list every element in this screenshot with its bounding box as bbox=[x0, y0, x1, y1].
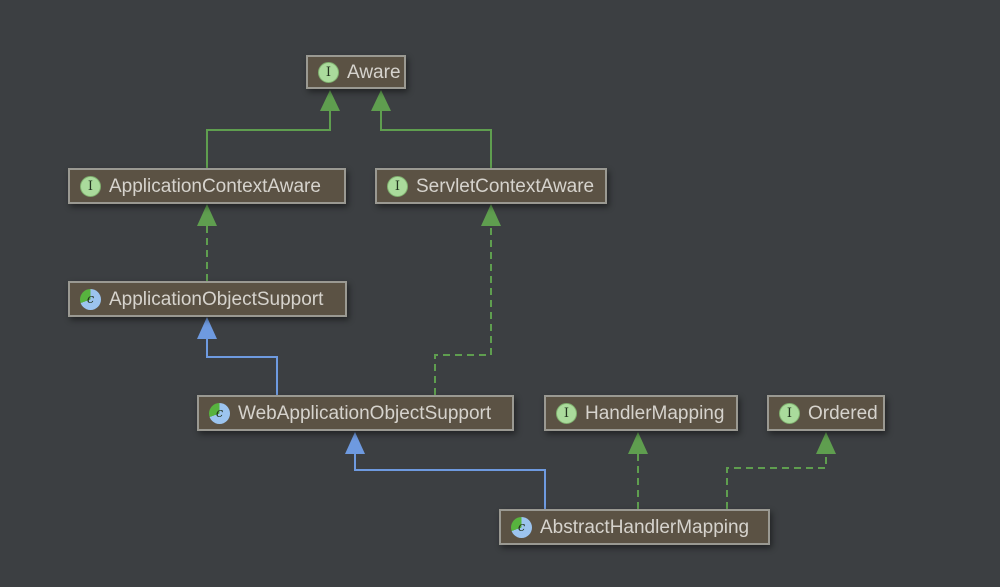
edge-servletcontextaware-extends-aware[interactable] bbox=[371, 90, 492, 168]
class-icon: c bbox=[511, 516, 532, 538]
node-servlet-context-aware[interactable]: I ServletContextAware bbox=[375, 168, 607, 204]
node-application-context-aware[interactable]: I ApplicationContextAware bbox=[68, 168, 346, 204]
interface-icon: I bbox=[318, 61, 339, 83]
node-label: Aware bbox=[347, 61, 401, 83]
edge-abstracthandlermapping-implements-ordered[interactable] bbox=[726, 432, 836, 509]
node-label: WebApplicationObjectSupport bbox=[238, 402, 492, 424]
interface-icon: I bbox=[556, 402, 577, 424]
node-label: AbstractHandlerMapping bbox=[540, 516, 750, 538]
node-label: HandlerMapping bbox=[585, 402, 725, 424]
node-label: ApplicationObjectSupport bbox=[109, 288, 324, 310]
node-aware[interactable]: I Aware bbox=[306, 55, 406, 89]
edge-applicationcontextaware-extends-aware[interactable] bbox=[206, 90, 340, 168]
node-label: ApplicationContextAware bbox=[109, 175, 321, 197]
interface-icon: I bbox=[80, 175, 101, 197]
edge-webapplicationobjectsupport-extends-applicationobjectsupport[interactable] bbox=[197, 317, 278, 395]
node-application-object-support[interactable]: c ApplicationObjectSupport bbox=[68, 281, 347, 317]
interface-icon: I bbox=[387, 175, 408, 197]
node-web-application-object-support[interactable]: c WebApplicationObjectSupport bbox=[197, 395, 514, 431]
node-ordered[interactable]: I Ordered bbox=[767, 395, 885, 431]
node-abstract-handler-mapping[interactable]: c AbstractHandlerMapping bbox=[499, 509, 770, 545]
edge-applicationobjectsupport-implements-applicationcontextaware[interactable] bbox=[197, 204, 217, 281]
node-handler-mapping[interactable]: I HandlerMapping bbox=[544, 395, 738, 431]
edge-webapplicationobjectsupport-implements-servletcontextaware[interactable] bbox=[434, 204, 501, 395]
interface-icon: I bbox=[779, 402, 800, 424]
class-icon: c bbox=[209, 402, 230, 424]
edge-abstracthandlermapping-extends-webapplicationobjectsupport[interactable] bbox=[345, 432, 546, 509]
node-label: Ordered bbox=[808, 402, 878, 424]
class-icon: c bbox=[80, 288, 101, 310]
node-label: ServletContextAware bbox=[416, 175, 595, 197]
edge-abstracthandlermapping-implements-handlermapping[interactable] bbox=[628, 432, 648, 509]
